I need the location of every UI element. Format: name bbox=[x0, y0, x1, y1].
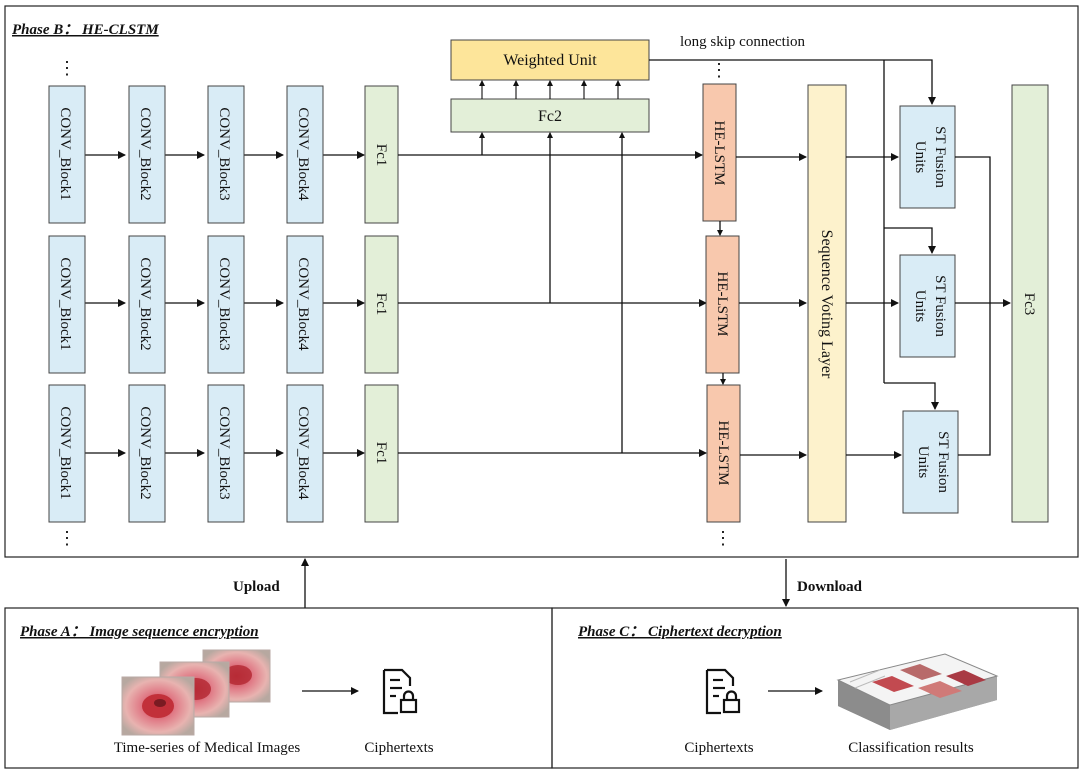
lstm-vertical-links bbox=[717, 221, 726, 385]
phase-b-frame bbox=[4, 5, 1079, 558]
conv-label: CONV_Block1 bbox=[57, 406, 73, 499]
conv-block bbox=[207, 384, 245, 523]
fc1-block bbox=[364, 235, 399, 374]
fc2-box bbox=[450, 98, 650, 133]
fc3-block bbox=[1011, 84, 1049, 523]
sequence-voting-layer bbox=[807, 84, 847, 523]
st-fusion-label: ST Fusion bbox=[932, 275, 948, 337]
conv-block bbox=[48, 235, 86, 374]
ellipsis-bottom-left: ⋮ bbox=[58, 528, 76, 548]
conv-block bbox=[128, 384, 166, 523]
conv-label: CONV_Block4 bbox=[295, 257, 311, 351]
fc1-column: Fc1 Fc1 Fc1 bbox=[364, 85, 399, 523]
lstm-to-voting-lines bbox=[736, 153, 807, 459]
conv-block bbox=[128, 85, 166, 224]
conv-block bbox=[207, 235, 245, 374]
conv-block bbox=[207, 85, 245, 224]
phase-c-title: Phase C： Ciphertext decryption bbox=[578, 624, 782, 640]
conv-row-3: CONV_Block1 CONV_Block2 CONV_Block3 CONV… bbox=[48, 384, 324, 523]
download-label: Download bbox=[797, 579, 863, 595]
images-caption: Time-series of Medical Images bbox=[114, 740, 301, 756]
phase-b-title: Phase B： HE-CLSTM bbox=[12, 22, 159, 38]
conv-label: CONV_Block2 bbox=[137, 107, 153, 200]
st-fusion-label: Units bbox=[912, 141, 928, 174]
conv-row-1: CONV_Block1 CONV_Block2 CONV_Block3 CONV… bbox=[48, 85, 324, 224]
weighted-unit-box bbox=[450, 39, 650, 81]
conv-label: CONV_Block3 bbox=[216, 107, 232, 200]
he-lstm-block bbox=[706, 384, 741, 523]
long-skip-label: long skip connection bbox=[680, 34, 805, 50]
fc1-label: Fc1 bbox=[373, 144, 389, 167]
st-fusion-column: ST Fusion Units ST Fusion Units ST Fusio… bbox=[899, 105, 959, 514]
conv-label: CONV_Block2 bbox=[137, 257, 153, 350]
conv-label: CONV_Block1 bbox=[57, 107, 73, 200]
ellipsis-bottom-lstm: ⋮ bbox=[714, 528, 732, 548]
ciphertexts-label-a: Ciphertexts bbox=[364, 740, 433, 756]
conv-block bbox=[286, 384, 324, 523]
conv-label: CONV_Block4 bbox=[295, 107, 311, 201]
he-lstm-block bbox=[705, 235, 740, 374]
conv-label: CONV_Block2 bbox=[137, 406, 153, 499]
voting-layer-label: Sequence Voting Layer bbox=[818, 230, 835, 379]
classification-results-report bbox=[836, 653, 999, 730]
conv-block bbox=[48, 384, 86, 523]
fc1-label: Fc1 bbox=[373, 293, 389, 316]
medical-images-stack bbox=[121, 649, 271, 736]
conv-block bbox=[286, 235, 324, 374]
st-fusion-unit bbox=[899, 105, 956, 209]
ciphertext-document-icon bbox=[705, 668, 741, 715]
conv-block bbox=[48, 85, 86, 224]
weighted-unit-label: Weighted Unit bbox=[503, 52, 597, 69]
phase-a-title: Phase A： Image sequence encryption bbox=[20, 624, 259, 640]
upload-label: Upload bbox=[233, 579, 280, 595]
fusion-to-fc3-lines bbox=[955, 156, 1011, 456]
fc1-output-lines bbox=[398, 132, 707, 457]
ellipsis-top-lstm: ⋮ bbox=[710, 60, 728, 80]
long-skip-lines bbox=[649, 59, 939, 410]
conv-block bbox=[128, 235, 166, 374]
voting-to-fusion-lines bbox=[846, 153, 902, 459]
conv-label: CONV_Block4 bbox=[295, 406, 311, 500]
conv-label: CONV_Block1 bbox=[57, 257, 73, 350]
st-fusion-unit bbox=[899, 254, 956, 358]
conv-label: CONV_Block3 bbox=[216, 406, 232, 499]
classification-results-label: Classification results bbox=[848, 740, 974, 756]
conv-row-2: CONV_Block1 CONV_Block2 CONV_Block3 CONV… bbox=[48, 235, 324, 374]
st-fusion-unit bbox=[902, 410, 959, 514]
conv-label: CONV_Block3 bbox=[216, 257, 232, 350]
fc3-label: Fc3 bbox=[1021, 293, 1037, 316]
ciphertexts-label-c: Ciphertexts bbox=[684, 740, 753, 756]
st-fusion-label: Units bbox=[915, 446, 931, 479]
st-fusion-label: ST Fusion bbox=[932, 126, 948, 188]
ellipsis-top-left: ⋮ bbox=[58, 58, 76, 78]
fc2-label: Fc2 bbox=[538, 108, 562, 125]
he-lstm-label: HE-LSTM bbox=[711, 121, 727, 186]
fc1-block bbox=[364, 85, 399, 224]
st-fusion-label: Units bbox=[912, 290, 928, 323]
fc1-label: Fc1 bbox=[373, 442, 389, 465]
he-lstm-label: HE-LSTM bbox=[715, 421, 731, 486]
ciphertext-document-icon bbox=[382, 668, 418, 715]
phase-c-frame bbox=[551, 607, 1079, 769]
st-fusion-label: ST Fusion bbox=[935, 431, 951, 493]
he-lstm-column: HE-LSTM HE-LSTM HE-LSTM bbox=[702, 83, 741, 523]
he-lstm-block bbox=[702, 83, 737, 222]
conv-chain-lines bbox=[85, 151, 365, 457]
fc1-block bbox=[364, 384, 399, 523]
conv-block bbox=[286, 85, 324, 224]
he-lstm-label: HE-LSTM bbox=[714, 272, 730, 337]
fc2-to-weighted-arrows bbox=[479, 80, 621, 99]
